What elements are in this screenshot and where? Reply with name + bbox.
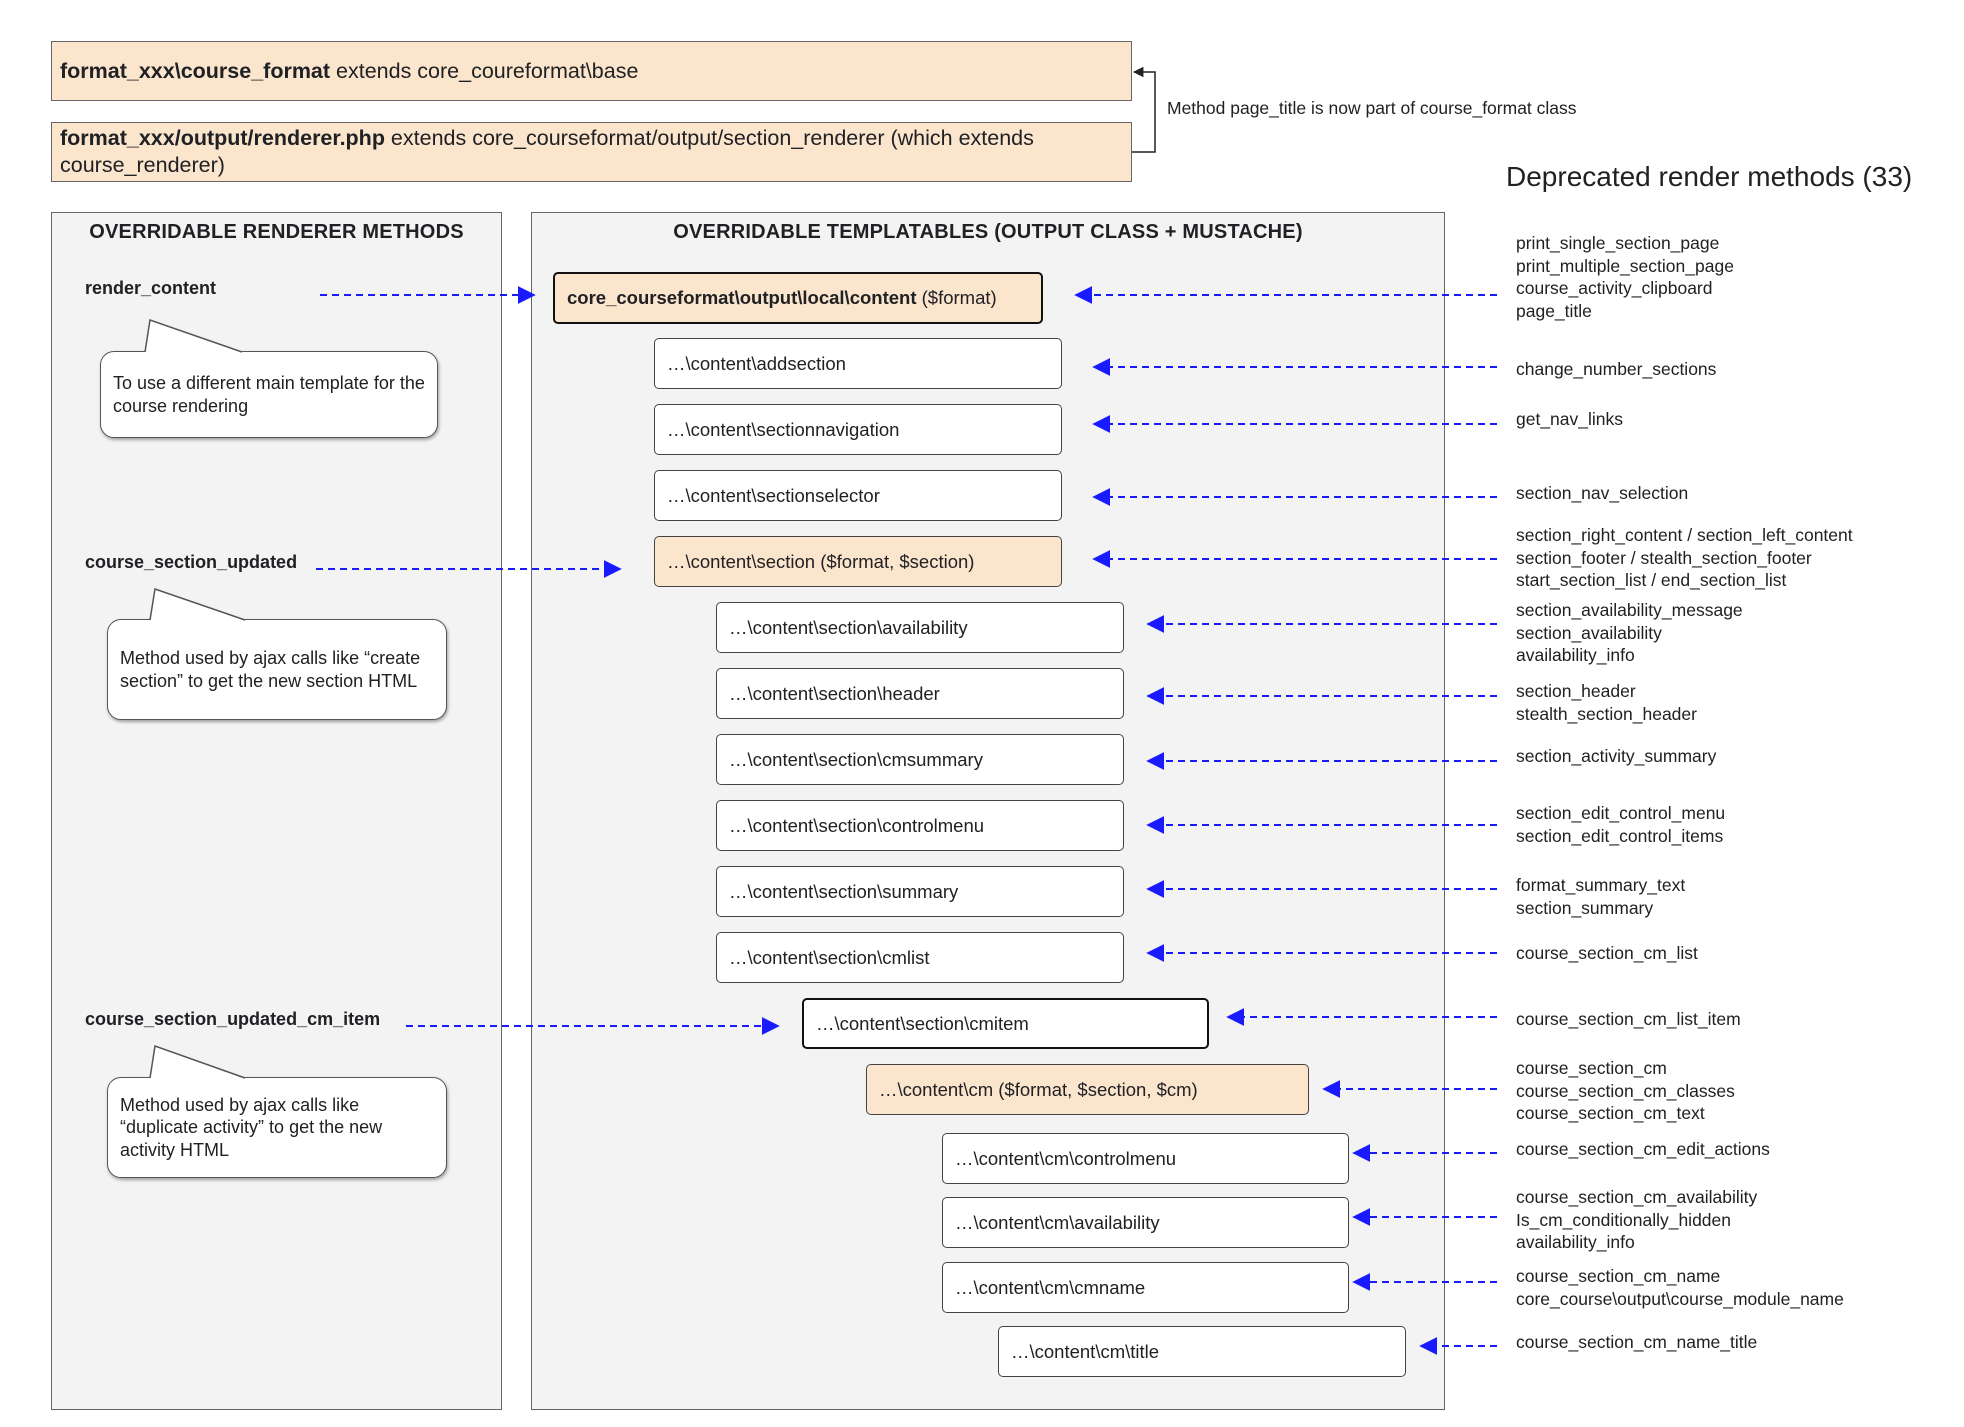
renderer-connector xyxy=(1132,66,1156,153)
deprecated-section-availability: section_availability_message section_ava… xyxy=(1516,600,1743,665)
section-updated-note-text: Method used by ajax calls like “create s… xyxy=(120,648,421,691)
deprecated-sectionnavigation: get_nav_links xyxy=(1516,409,1624,429)
template-section: …\content\section ($format, $section) xyxy=(654,536,1062,587)
section-updated-note: Method used by ajax calls like “create s… xyxy=(107,619,447,720)
deprecated-section-cmitem: course_section_cm_list_item xyxy=(1516,1009,1741,1029)
deprecated-cm-cmname: course_section_cm_name core_course\outpu… xyxy=(1516,1266,1844,1309)
deprecated-content: print_single_section_page print_multiple… xyxy=(1516,233,1734,321)
renderer-box: format_xxx/output/renderer.php extends c… xyxy=(51,122,1132,182)
cm-item-updated-tail xyxy=(149,1044,246,1079)
template-section-summary: …\content\section\summary xyxy=(716,866,1124,917)
template-addsection: …\content\addsection xyxy=(654,338,1062,389)
template-cm-title: …\content\cm\title xyxy=(998,1326,1406,1377)
deprecated-section-cmlist: course_section_cm_list xyxy=(1516,943,1698,963)
course-format-class: format_xxx\course_format xyxy=(60,58,331,83)
cm-item-updated-note: Method used by ajax calls like “duplicat… xyxy=(107,1077,447,1178)
template-cm-controlmenu: …\content\cm\controlmenu xyxy=(942,1133,1349,1184)
template-cm-availability: …\content\cm\availability xyxy=(942,1197,1349,1248)
templatables-title: OVERRIDABLE TEMPLATABLES (OUTPUT CLASS +… xyxy=(673,221,1303,243)
deprecated-sectionselector: section_nav_selection xyxy=(1516,483,1689,503)
deprecated-section-cmsummary: section_activity_summary xyxy=(1516,746,1717,766)
deprecated-cm: course_section_cm course_section_cm_clas… xyxy=(1516,1058,1735,1123)
template-section-header: …\content\section\header xyxy=(716,668,1124,719)
method-course-section-updated: course_section_updated xyxy=(85,552,298,572)
section-updated-tail xyxy=(149,588,246,621)
deprecated-section-summary: format_summary_text section_summary xyxy=(1516,875,1686,918)
template-content-args: ($format) xyxy=(916,287,997,308)
template-sectionselector: …\content\sectionselector xyxy=(654,470,1062,521)
deprecated-addsection: change_number_sections xyxy=(1516,359,1717,379)
deprecated-section-controlmenu: section_edit_control_menu section_edit_c… xyxy=(1516,803,1726,846)
renderer-extends: extends core_courseformat/output/section… xyxy=(60,126,1034,177)
template-content-class: core_courseformat\output\local\content xyxy=(567,287,917,308)
template-cm-cmname: …\content\cm\cmname xyxy=(942,1262,1349,1313)
template-section-availability: …\content\section\availability xyxy=(716,602,1124,653)
template-content: core_courseformat\output\local\content (… xyxy=(553,272,1043,324)
template-sectionnavigation: …\content\sectionnavigation xyxy=(654,404,1062,455)
renderer-file: format_xxx/output/renderer.php xyxy=(60,126,385,151)
template-section-cmitem: …\content\section\cmitem xyxy=(802,998,1209,1049)
render-content-note: To use a different main template for the… xyxy=(100,351,438,438)
deprecated-section-header: section_header stealth_section_header xyxy=(1516,681,1697,724)
render-content-note-text: To use a different main template for the… xyxy=(113,373,425,416)
render-content-tail xyxy=(144,318,243,353)
template-cm: …\content\cm ($format, $section, $cm) xyxy=(866,1064,1309,1115)
deprecated-heading: Deprecated render methods (33) xyxy=(1506,161,1913,192)
template-section-cmlist: …\content\section\cmlist xyxy=(716,932,1124,983)
template-section-cmsummary: …\content\section\cmsummary xyxy=(716,734,1124,785)
deprecated-cm-controlmenu: course_section_cm_edit_actions xyxy=(1516,1139,1770,1159)
template-section-controlmenu: …\content\section\controlmenu xyxy=(716,800,1124,851)
deprecated-cm-title: course_section_cm_name_title xyxy=(1516,1332,1758,1352)
method-render-content: render_content xyxy=(85,278,217,298)
method-course-section-updated-cm-item: course_section_updated_cm_item xyxy=(85,1009,381,1029)
deprecated-cm-availability: course_section_cm_availability Is_cm_con… xyxy=(1516,1187,1758,1252)
deprecated-section: section_right_content / section_left_con… xyxy=(1516,525,1853,590)
renderer-methods-title: OVERRIDABLE RENDERER METHODS xyxy=(89,221,464,243)
course-format-extends: extends core_coureformat\base xyxy=(330,58,639,83)
page-title-note: Method page_title is now part of course_… xyxy=(1167,98,1577,118)
cm-item-updated-note-text: Method used by ajax calls like “duplicat… xyxy=(120,1094,383,1160)
course-format-box: format_xxx\course_format extends core_co… xyxy=(51,41,1132,101)
